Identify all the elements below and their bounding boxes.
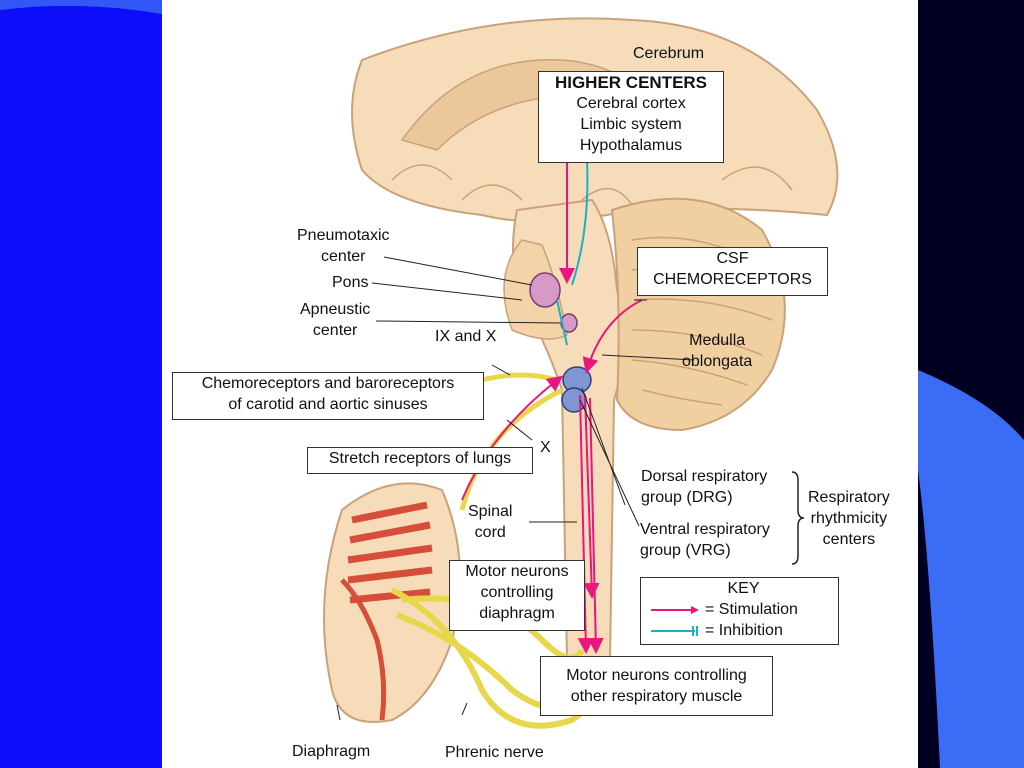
cerebrum-folds: [391, 164, 793, 206]
motor-neurons-diaphragm-box: Motor neurons controlling diaphragm: [449, 560, 585, 631]
label-respiratory-rhythmicity-centers: Respiratory rhythmicity centers: [808, 487, 890, 550]
corner-swoosh: [0, 0, 162, 14]
box-line: Chemoreceptors and baroreceptors: [201, 375, 455, 392]
label-line: Dorsal respiratory: [641, 468, 768, 485]
rib-muscles: [347, 501, 433, 604]
key-stimulation-label: = Stimulation: [705, 601, 798, 618]
label-line: center: [312, 322, 358, 339]
label-pneumotaxic-center: Pneumotaxic center: [297, 225, 390, 267]
label-line: rhythmicity: [810, 510, 888, 527]
label-line: Ventral respiratory: [640, 521, 770, 538]
diaphragm-muscle: [340, 578, 387, 721]
label-phrenic-nerve: Phrenic nerve: [445, 744, 544, 761]
inhibition-bar-icon: [651, 625, 698, 636]
label-ix-and-x: IX and X: [435, 328, 497, 345]
box-line: Motor neurons: [465, 563, 569, 580]
pons-inhibition-path: [556, 299, 568, 346]
higher-centers-title: HIGHER CENTERS: [554, 73, 708, 92]
label-cerebrum: Cerebrum: [633, 45, 705, 62]
label-line: group (VRG): [640, 542, 731, 559]
label-pons: Pons: [332, 274, 369, 291]
legend-key: KEY = Stimulation = Inhibition: [640, 577, 839, 645]
label-line: oblongata: [682, 353, 753, 370]
spinal-tract-1: [577, 394, 594, 654]
box-line: CSF: [716, 250, 749, 267]
label-line: centers: [822, 531, 876, 548]
box-line: CHEMORECEPTORS: [653, 271, 812, 288]
respiratory-control-diagram: Cerebrum HIGHER CENTERS Cerebral cortex …: [162, 0, 918, 768]
label-line: center: [321, 248, 366, 265]
higher-centers-box: HIGHER CENTERS Cerebral cortex Limbic sy…: [538, 71, 724, 163]
higher-centers-item: Cerebral cortex: [576, 95, 686, 112]
right-accent-shape: [918, 370, 1024, 768]
key-stimulation-row: = Stimulation: [649, 599, 838, 620]
label-line: group (DRG): [641, 489, 733, 506]
higher-centers-inhibition-path: [571, 159, 589, 286]
spinal-tract-2: [587, 397, 604, 654]
label-line: Medulla: [689, 332, 746, 349]
ix-x-nerve: [481, 372, 558, 383]
apneustic-nucleus: [560, 313, 578, 333]
key-inhibition-row: = Inhibition: [649, 620, 838, 641]
label-apneustic-center: Apneustic center: [300, 299, 370, 341]
key-title: KEY: [727, 580, 760, 597]
spinal-tract-3: [583, 394, 600, 599]
box-line: of carotid and aortic sinuses: [228, 396, 428, 413]
key-inhibition-label: = Inhibition: [705, 622, 783, 639]
leader-lines: [336, 256, 695, 721]
box-line: controlling: [480, 584, 554, 601]
label-diaphragm: Diaphragm: [292, 743, 371, 760]
rhythmicity-bracket: [791, 471, 805, 565]
csf-chemoreceptors-box: CSF CHEMORECEPTORS: [637, 247, 828, 296]
label-line: Spinal: [468, 503, 513, 520]
stretch-receptors-box: Stretch receptors of lungs: [307, 447, 533, 474]
label-line: Pneumotaxic: [297, 227, 390, 244]
pneumotaxic-nucleus: [529, 272, 561, 308]
label-medulla-oblongata: Medulla oblongata: [682, 330, 752, 372]
label-line: cord: [474, 524, 506, 541]
stimulation-arrow-icon: [651, 605, 699, 614]
vrg-nucleus: [561, 387, 587, 413]
label-line: Apneustic: [300, 301, 371, 318]
afferent-stimulation-path: [461, 375, 564, 501]
label-spinal-cord: Spinal cord: [468, 501, 512, 543]
label-x: X: [540, 439, 551, 456]
label-line: Respiratory: [808, 489, 890, 506]
box-line: other respiratory muscle: [570, 688, 743, 705]
motor-neurons-other-box: Motor neurons controlling other respirat…: [540, 656, 773, 716]
higher-centers-item: Hypothalamus: [579, 137, 683, 154]
csf-stimulation-path: [582, 299, 643, 374]
label-vrg: Ventral respiratory group (VRG): [640, 519, 770, 561]
thorax-outline: [323, 482, 461, 723]
box-line: Stretch receptors of lungs: [328, 450, 512, 467]
cerebellum-shape: [610, 197, 786, 432]
label-drg: Dorsal respiratory group (DRG): [641, 466, 767, 508]
chemo-baroreceptors-box: Chemoreceptors and baroreceptors of caro…: [172, 372, 484, 420]
box-line: diaphragm: [479, 605, 555, 622]
higher-centers-item: Limbic system: [580, 116, 682, 133]
box-line: Motor neurons controlling: [566, 667, 747, 684]
